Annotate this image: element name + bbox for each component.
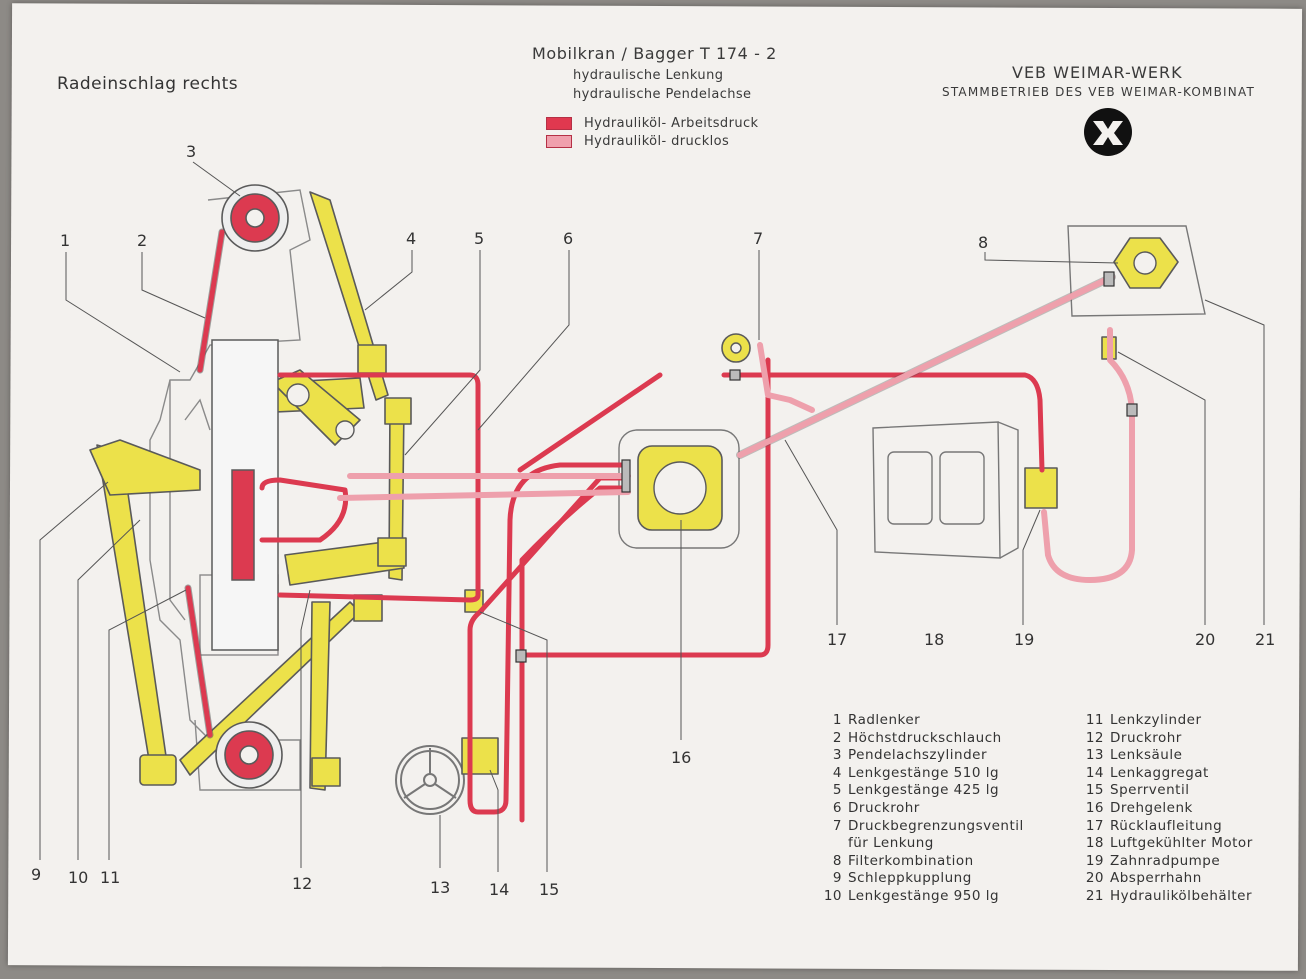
diagram-subtitle-steering: hydraulische Lenkung: [573, 68, 724, 83]
callout-9: 9: [31, 865, 42, 884]
engine-flywheel: [997, 421, 1019, 559]
linkage-rod-12: [309, 601, 331, 791]
steering-wheel: [395, 745, 465, 815]
company-logo: [1084, 108, 1132, 156]
callout-8: 8: [978, 233, 989, 252]
company-name: VEB WEIMAR-WERK: [1012, 63, 1183, 82]
callout-7: 7: [753, 229, 764, 248]
engine-housing: [872, 421, 1001, 559]
legend-pressureless-label: Hydrauliköl- drucklos: [584, 134, 730, 149]
callout-leaders: [39, 161, 1265, 872]
legend-pressureless-swatch: [546, 135, 572, 148]
engine-window-left: [887, 451, 933, 525]
high-pressure-hose-2-upper: [197, 229, 225, 373]
parts-list-item: für Lenkung: [848, 835, 934, 852]
company-subline: STAMMBETRIEB DES VEB WEIMAR-KOMBINAT: [942, 85, 1255, 99]
callout-18: 18: [924, 630, 945, 649]
legend-pressure-label: Hydrauliköl- Arbeitsdruck: [584, 116, 759, 131]
callout-19: 19: [1014, 630, 1035, 649]
callout-5: 5: [474, 229, 485, 248]
callout-3: 3: [186, 142, 197, 161]
legend-pressure: Hydrauliköl- Arbeitsdruck: [546, 116, 758, 131]
steering-cylinder-11: [231, 469, 255, 581]
legend-pressure-swatch: [546, 117, 572, 130]
oil-tank-outline: [1067, 225, 1206, 317]
callout-13: 13: [430, 878, 451, 897]
suction-line-tank: [1041, 327, 1135, 583]
callout-6: 6: [563, 229, 574, 248]
diagram-subtitle-axle: hydraulische Pendelachse: [573, 87, 752, 102]
steering-linkage: [89, 191, 1179, 791]
callout-2: 2: [137, 231, 148, 250]
diagram-title: Mobilkran / Bagger T 174 - 2: [532, 44, 777, 63]
return-lines: [337, 274, 1135, 583]
linkage-bracket-upper: [357, 344, 387, 374]
callout-16: 16: [671, 748, 692, 767]
callout-15: 15: [539, 880, 560, 899]
pressure-pipe-6: [277, 372, 481, 603]
callout-1: 1: [60, 231, 71, 250]
callout-12: 12: [292, 874, 313, 893]
engine-window-right: [939, 451, 985, 525]
tow-coupling-9: [89, 439, 201, 496]
diagram-heading: Radeinschlag rechts: [57, 74, 239, 94]
pressure-line-to-valve: [517, 357, 771, 658]
linkage-rod-10: [96, 444, 169, 779]
legend-pressureless: Hydrauliköl- drucklos: [546, 134, 729, 149]
linkage-arm-lower: [284, 539, 405, 586]
return-line-17: [737, 274, 1115, 458]
callout-4: 4: [406, 229, 417, 248]
callout-20: 20: [1195, 630, 1216, 649]
callout-11: 11: [100, 868, 121, 887]
gear-pump-19: [1024, 467, 1058, 509]
callout-17: 17: [827, 630, 848, 649]
high-pressure-hose-2-lower: [185, 585, 213, 738]
callout-14: 14: [489, 880, 510, 899]
callout-10: 10: [68, 868, 89, 887]
callout-21: 21: [1255, 630, 1276, 649]
steering-unit-14: [461, 737, 499, 775]
